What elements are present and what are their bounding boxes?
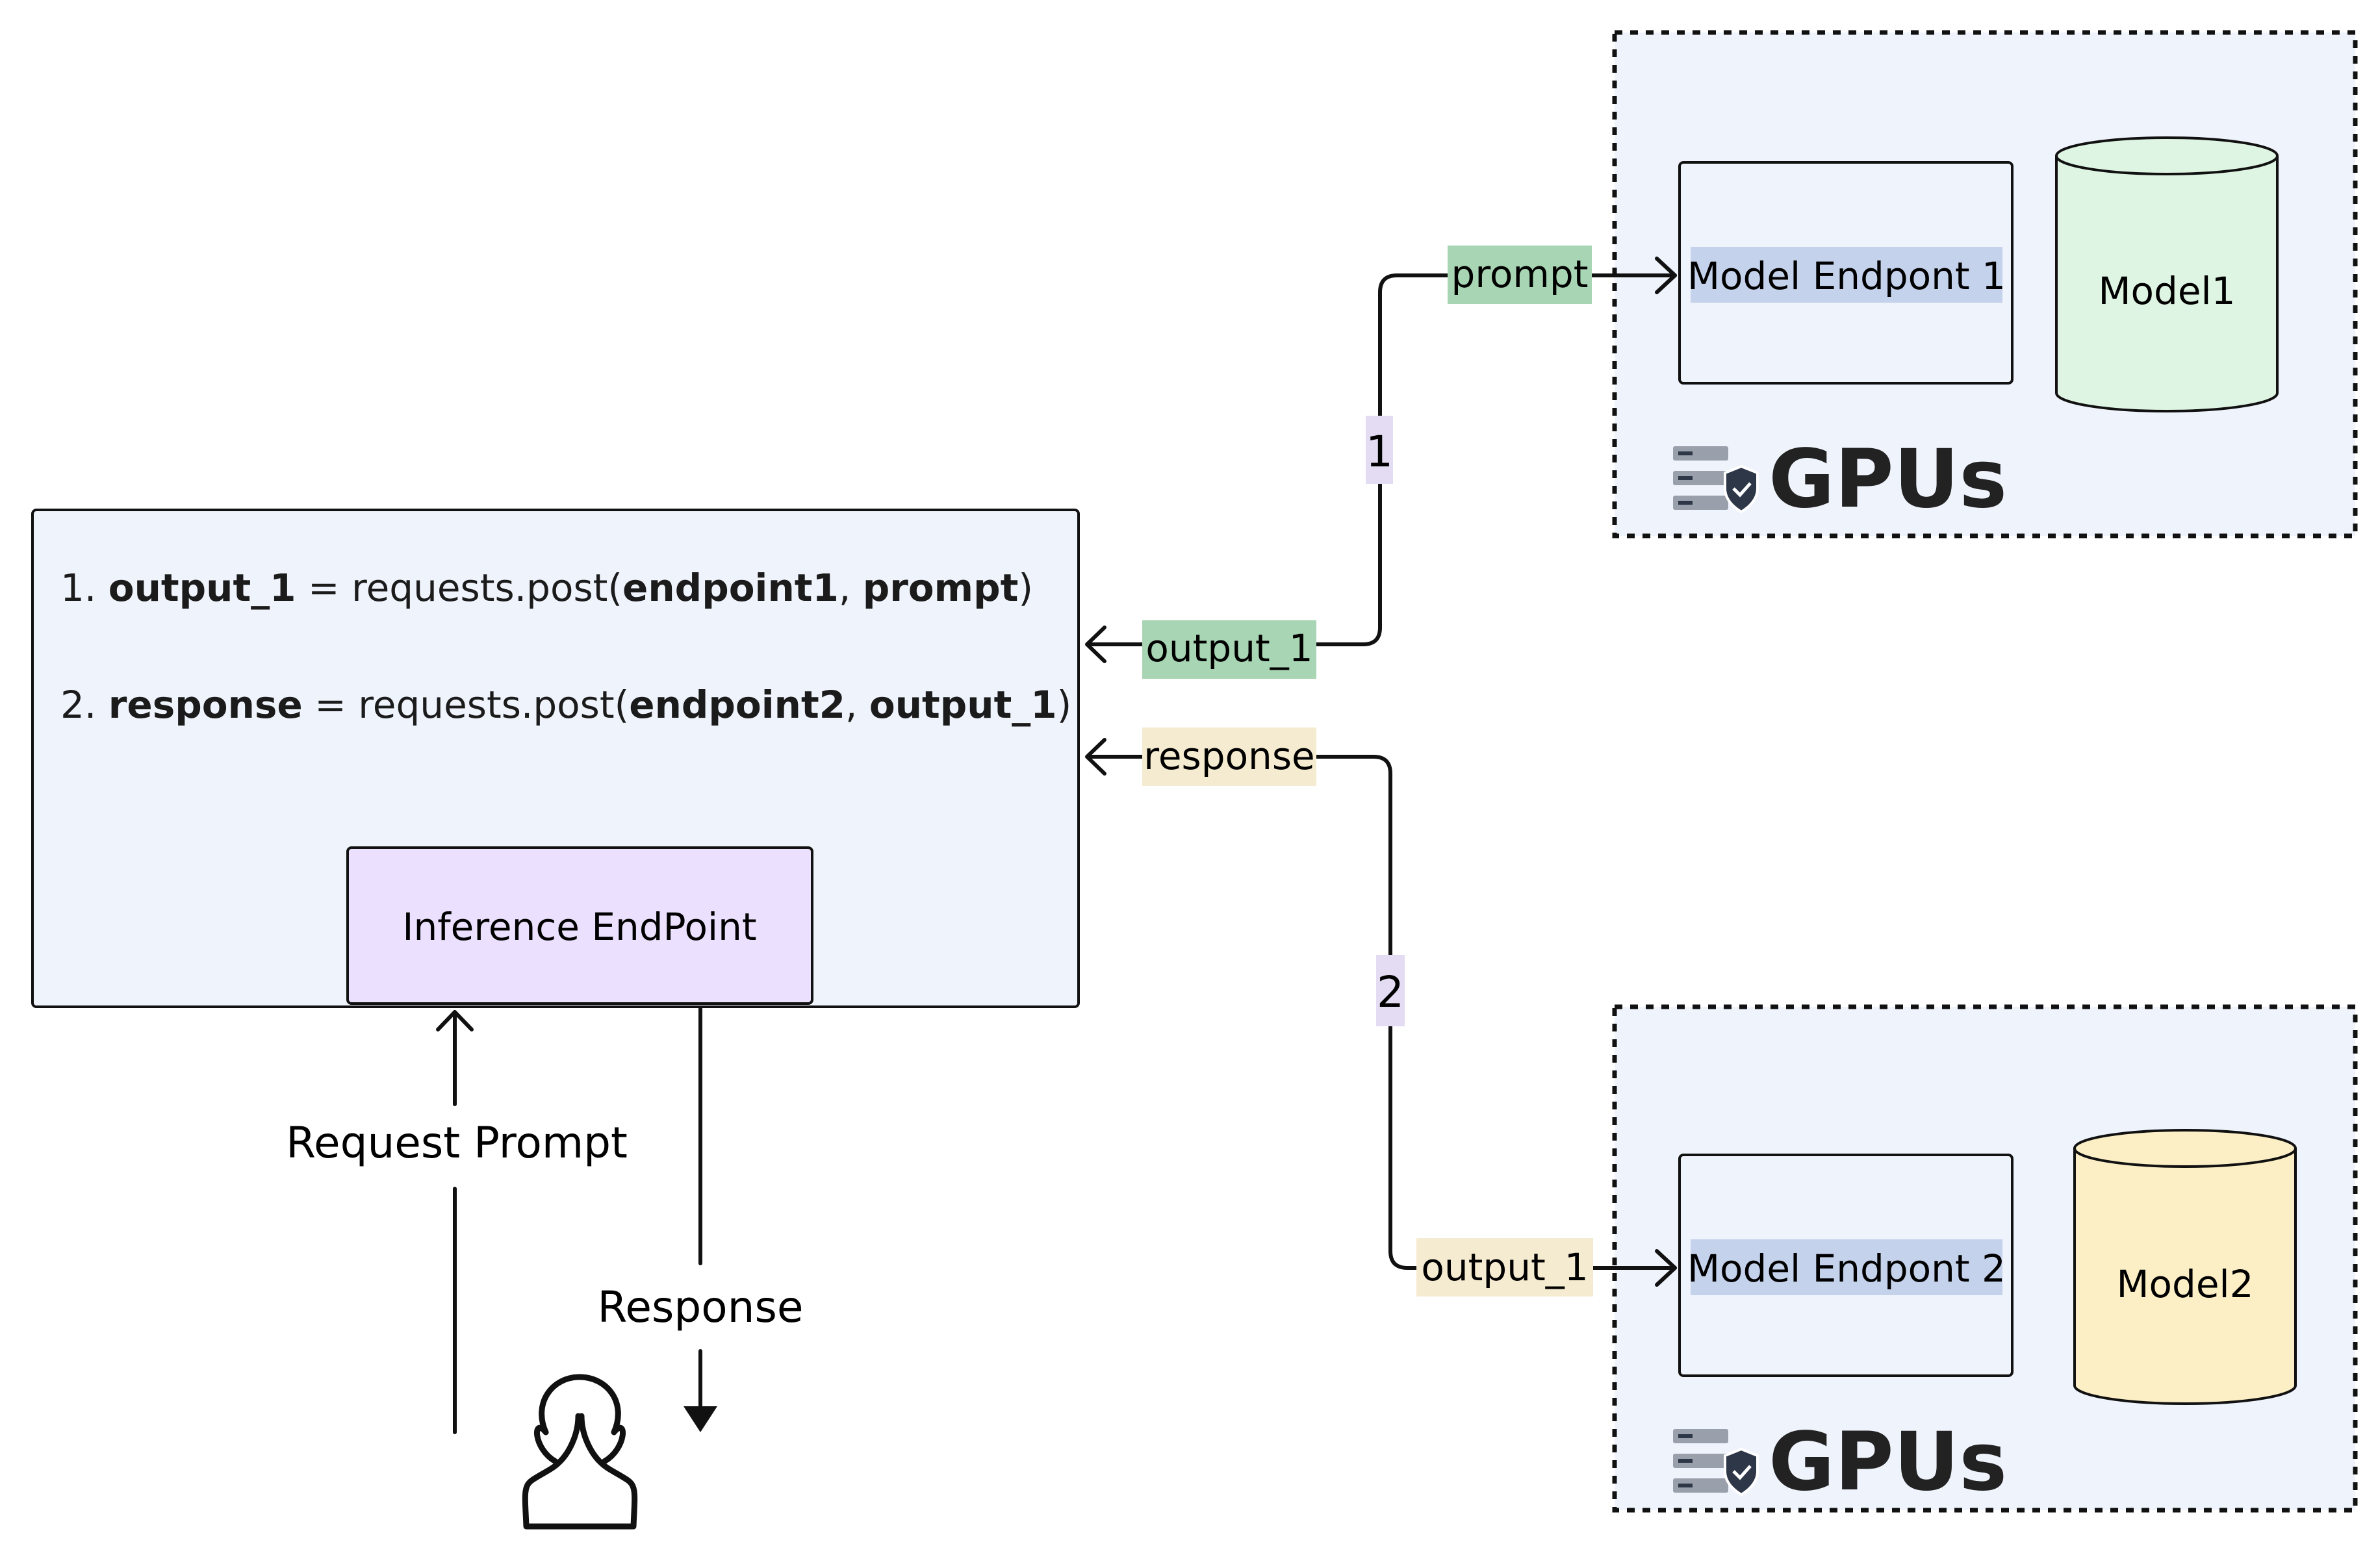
code-line-2-call: = requests.post( bbox=[303, 683, 630, 727]
model-endpoint-2-tag bbox=[1691, 1239, 2002, 1295]
gpu-group-2-title: GPUs bbox=[1769, 1415, 2007, 1509]
code-line-2-variable: response bbox=[109, 683, 303, 727]
gpu-server-icon-2 bbox=[1673, 1429, 1759, 1497]
model1-label: Model1 bbox=[2098, 269, 2235, 313]
model-endpoint-1-label: Model Endpont 1 bbox=[1687, 254, 2006, 298]
response-label: Response bbox=[598, 1282, 804, 1332]
gpu-group-1-title: GPUs bbox=[1769, 433, 2007, 526]
code-line-2-arg-input: output_1 bbox=[869, 683, 1057, 727]
flow-1-arrowhead-to-orchestrator bbox=[1085, 626, 1106, 663]
code-line-2-arg-endpoint: endpoint2 bbox=[629, 683, 845, 727]
code-line-2-close: ) bbox=[1057, 683, 1072, 727]
model-endpoint-1-tag bbox=[1691, 247, 2002, 303]
flow-1-output-tag bbox=[1142, 620, 1316, 679]
flow-1-prompt-label: prompt bbox=[1451, 252, 1589, 296]
inference-endpoint-label: Inference EndPoint bbox=[402, 905, 756, 949]
code-line-2-separator: , bbox=[845, 683, 869, 727]
flow-2-input-label: output_1 bbox=[1421, 1245, 1588, 1289]
orchestrator-panel bbox=[31, 509, 1080, 1008]
flow-1-arrowhead-to-endpoint bbox=[1655, 257, 1677, 294]
flow-2-response-tag bbox=[1142, 727, 1316, 786]
request-prompt-label: Request Prompt bbox=[286, 1118, 628, 1168]
flow-2-response-label: response bbox=[1144, 734, 1314, 778]
model-endpoint-2-label: Model Endpont 2 bbox=[1687, 1246, 2006, 1291]
code-line-2: 2. response = requests.post(endpoint2, o… bbox=[60, 683, 1071, 727]
response-arrowhead bbox=[684, 1406, 717, 1432]
code-line-2-number: 2. bbox=[60, 683, 96, 727]
code-line-1-arg-input: prompt bbox=[863, 566, 1019, 610]
code-line-1-variable: output_1 bbox=[109, 566, 296, 610]
flow-2-step-tag bbox=[1376, 955, 1405, 1026]
flow-2-input-tag bbox=[1416, 1238, 1593, 1296]
flow-1-output-label: output_1 bbox=[1145, 626, 1312, 670]
code-line-1: 1. output_1 = requests.post(endpoint1, p… bbox=[60, 566, 1033, 610]
flow-2-arrowhead-to-endpoint bbox=[1655, 1249, 1677, 1287]
gpu-server-icon-1 bbox=[1673, 446, 1759, 514]
flow-1-step-tag bbox=[1366, 416, 1393, 484]
model1-cylinder bbox=[2055, 136, 2279, 412]
inference-endpoint-box[interactable] bbox=[346, 846, 813, 1005]
code-line-1-arg-endpoint: endpoint1 bbox=[622, 566, 839, 610]
user-icon bbox=[522, 1374, 638, 1530]
model2-cylinder bbox=[2073, 1129, 2297, 1405]
model2-label: Model2 bbox=[2116, 1262, 2253, 1306]
flow-1-prompt-tag bbox=[1448, 246, 1592, 304]
flow-2-step-label: 2 bbox=[1377, 967, 1404, 1017]
flow-2-arrowhead-to-orchestrator bbox=[1085, 738, 1106, 776]
flow-1-step-label: 1 bbox=[1366, 427, 1393, 477]
code-line-1-close: ) bbox=[1018, 566, 1033, 610]
code-line-1-number: 1. bbox=[60, 566, 96, 610]
request-arrowhead bbox=[436, 1010, 474, 1031]
code-line-1-call: = requests.post( bbox=[296, 566, 623, 610]
code-line-1-separator: , bbox=[839, 566, 863, 610]
